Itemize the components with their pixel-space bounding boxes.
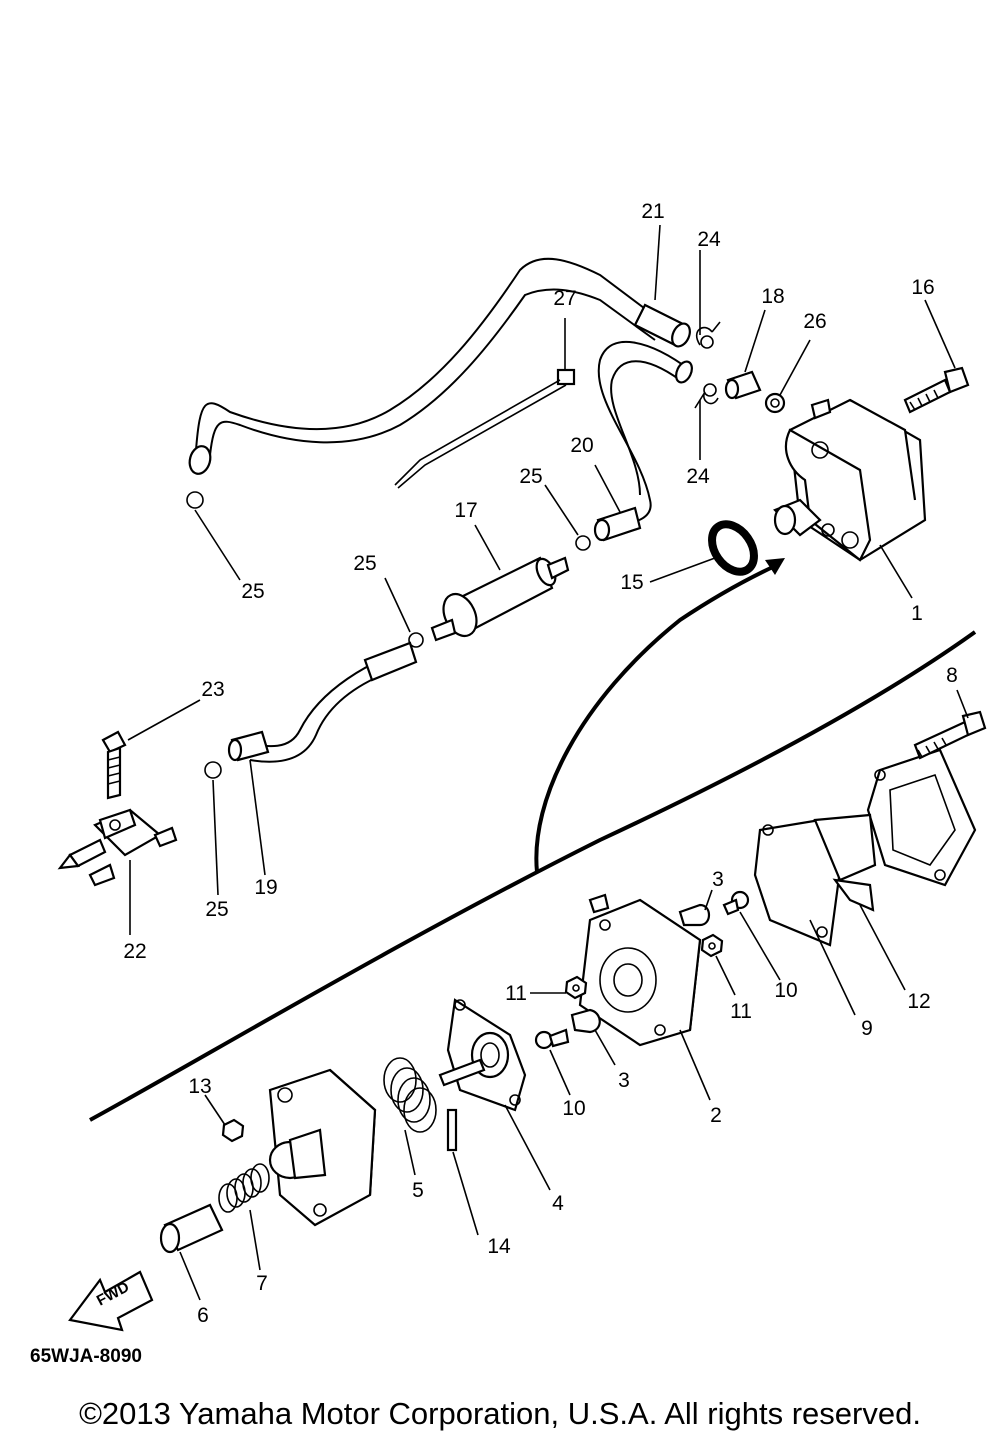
callout-8: 8 bbox=[946, 664, 958, 687]
copyright-notice: ©2013 Yamaha Motor Corporation, U.S.A. A… bbox=[79, 1396, 921, 1431]
fwd-arrow-icon: FWD bbox=[68, 1270, 154, 1332]
callout-3: 3 bbox=[712, 868, 724, 891]
callout-24: 24 bbox=[697, 228, 721, 251]
spring-large bbox=[383, 1057, 437, 1133]
spring-small bbox=[218, 1163, 270, 1213]
callout-12: 12 bbox=[907, 990, 930, 1013]
section-divider bbox=[89, 558, 977, 1122]
callout-25: 25 bbox=[241, 580, 264, 603]
callout-16: 16 bbox=[911, 276, 934, 299]
callout-23: 23 bbox=[201, 678, 224, 701]
callout-labels: 1 2 3 3 4 5 6 7 8 9 10 10 11 11 12 13 14… bbox=[123, 200, 958, 1327]
leader-lines bbox=[127, 224, 969, 1301]
fuel-cock bbox=[57, 730, 178, 887]
callout-26: 26 bbox=[803, 310, 826, 333]
callout-17: 17 bbox=[454, 499, 477, 522]
callout-11: 11 bbox=[730, 1000, 752, 1023]
callout-4: 4 bbox=[552, 1192, 564, 1215]
callout-1: 1 bbox=[911, 602, 923, 625]
callout-18: 18 bbox=[761, 285, 784, 308]
callout-21: 21 bbox=[641, 200, 664, 223]
callout-19: 19 bbox=[254, 876, 277, 899]
callout-25: 25 bbox=[519, 465, 542, 488]
callout-10: 10 bbox=[562, 1097, 585, 1120]
callout-11: 11 bbox=[505, 982, 527, 1005]
hose-clips bbox=[186, 321, 721, 779]
callout-25: 25 bbox=[205, 898, 228, 921]
callout-20: 20 bbox=[570, 434, 593, 457]
callout-13: 13 bbox=[188, 1075, 211, 1098]
callout-25: 25 bbox=[353, 552, 376, 575]
fuel-hoses bbox=[188, 257, 693, 763]
callout-3: 3 bbox=[618, 1069, 630, 1092]
callout-22: 22 bbox=[123, 940, 146, 963]
callout-5: 5 bbox=[412, 1179, 424, 1202]
fuel-pump-assembly bbox=[708, 366, 970, 576]
callout-15: 15 bbox=[620, 571, 643, 594]
pump-internal-parts bbox=[159, 710, 987, 1254]
diagram-code: 65WJA-8090 bbox=[30, 1346, 142, 1367]
callout-6: 6 bbox=[197, 1304, 209, 1327]
callout-14: 14 bbox=[487, 1235, 511, 1258]
callout-2: 2 bbox=[710, 1104, 722, 1127]
callout-27: 27 bbox=[553, 287, 576, 310]
cable-tie bbox=[394, 368, 576, 489]
callout-24: 24 bbox=[686, 465, 710, 488]
callout-9: 9 bbox=[861, 1017, 873, 1040]
fuel-filter bbox=[430, 556, 570, 642]
callout-10: 10 bbox=[774, 979, 797, 1002]
callout-7: 7 bbox=[256, 1272, 268, 1295]
